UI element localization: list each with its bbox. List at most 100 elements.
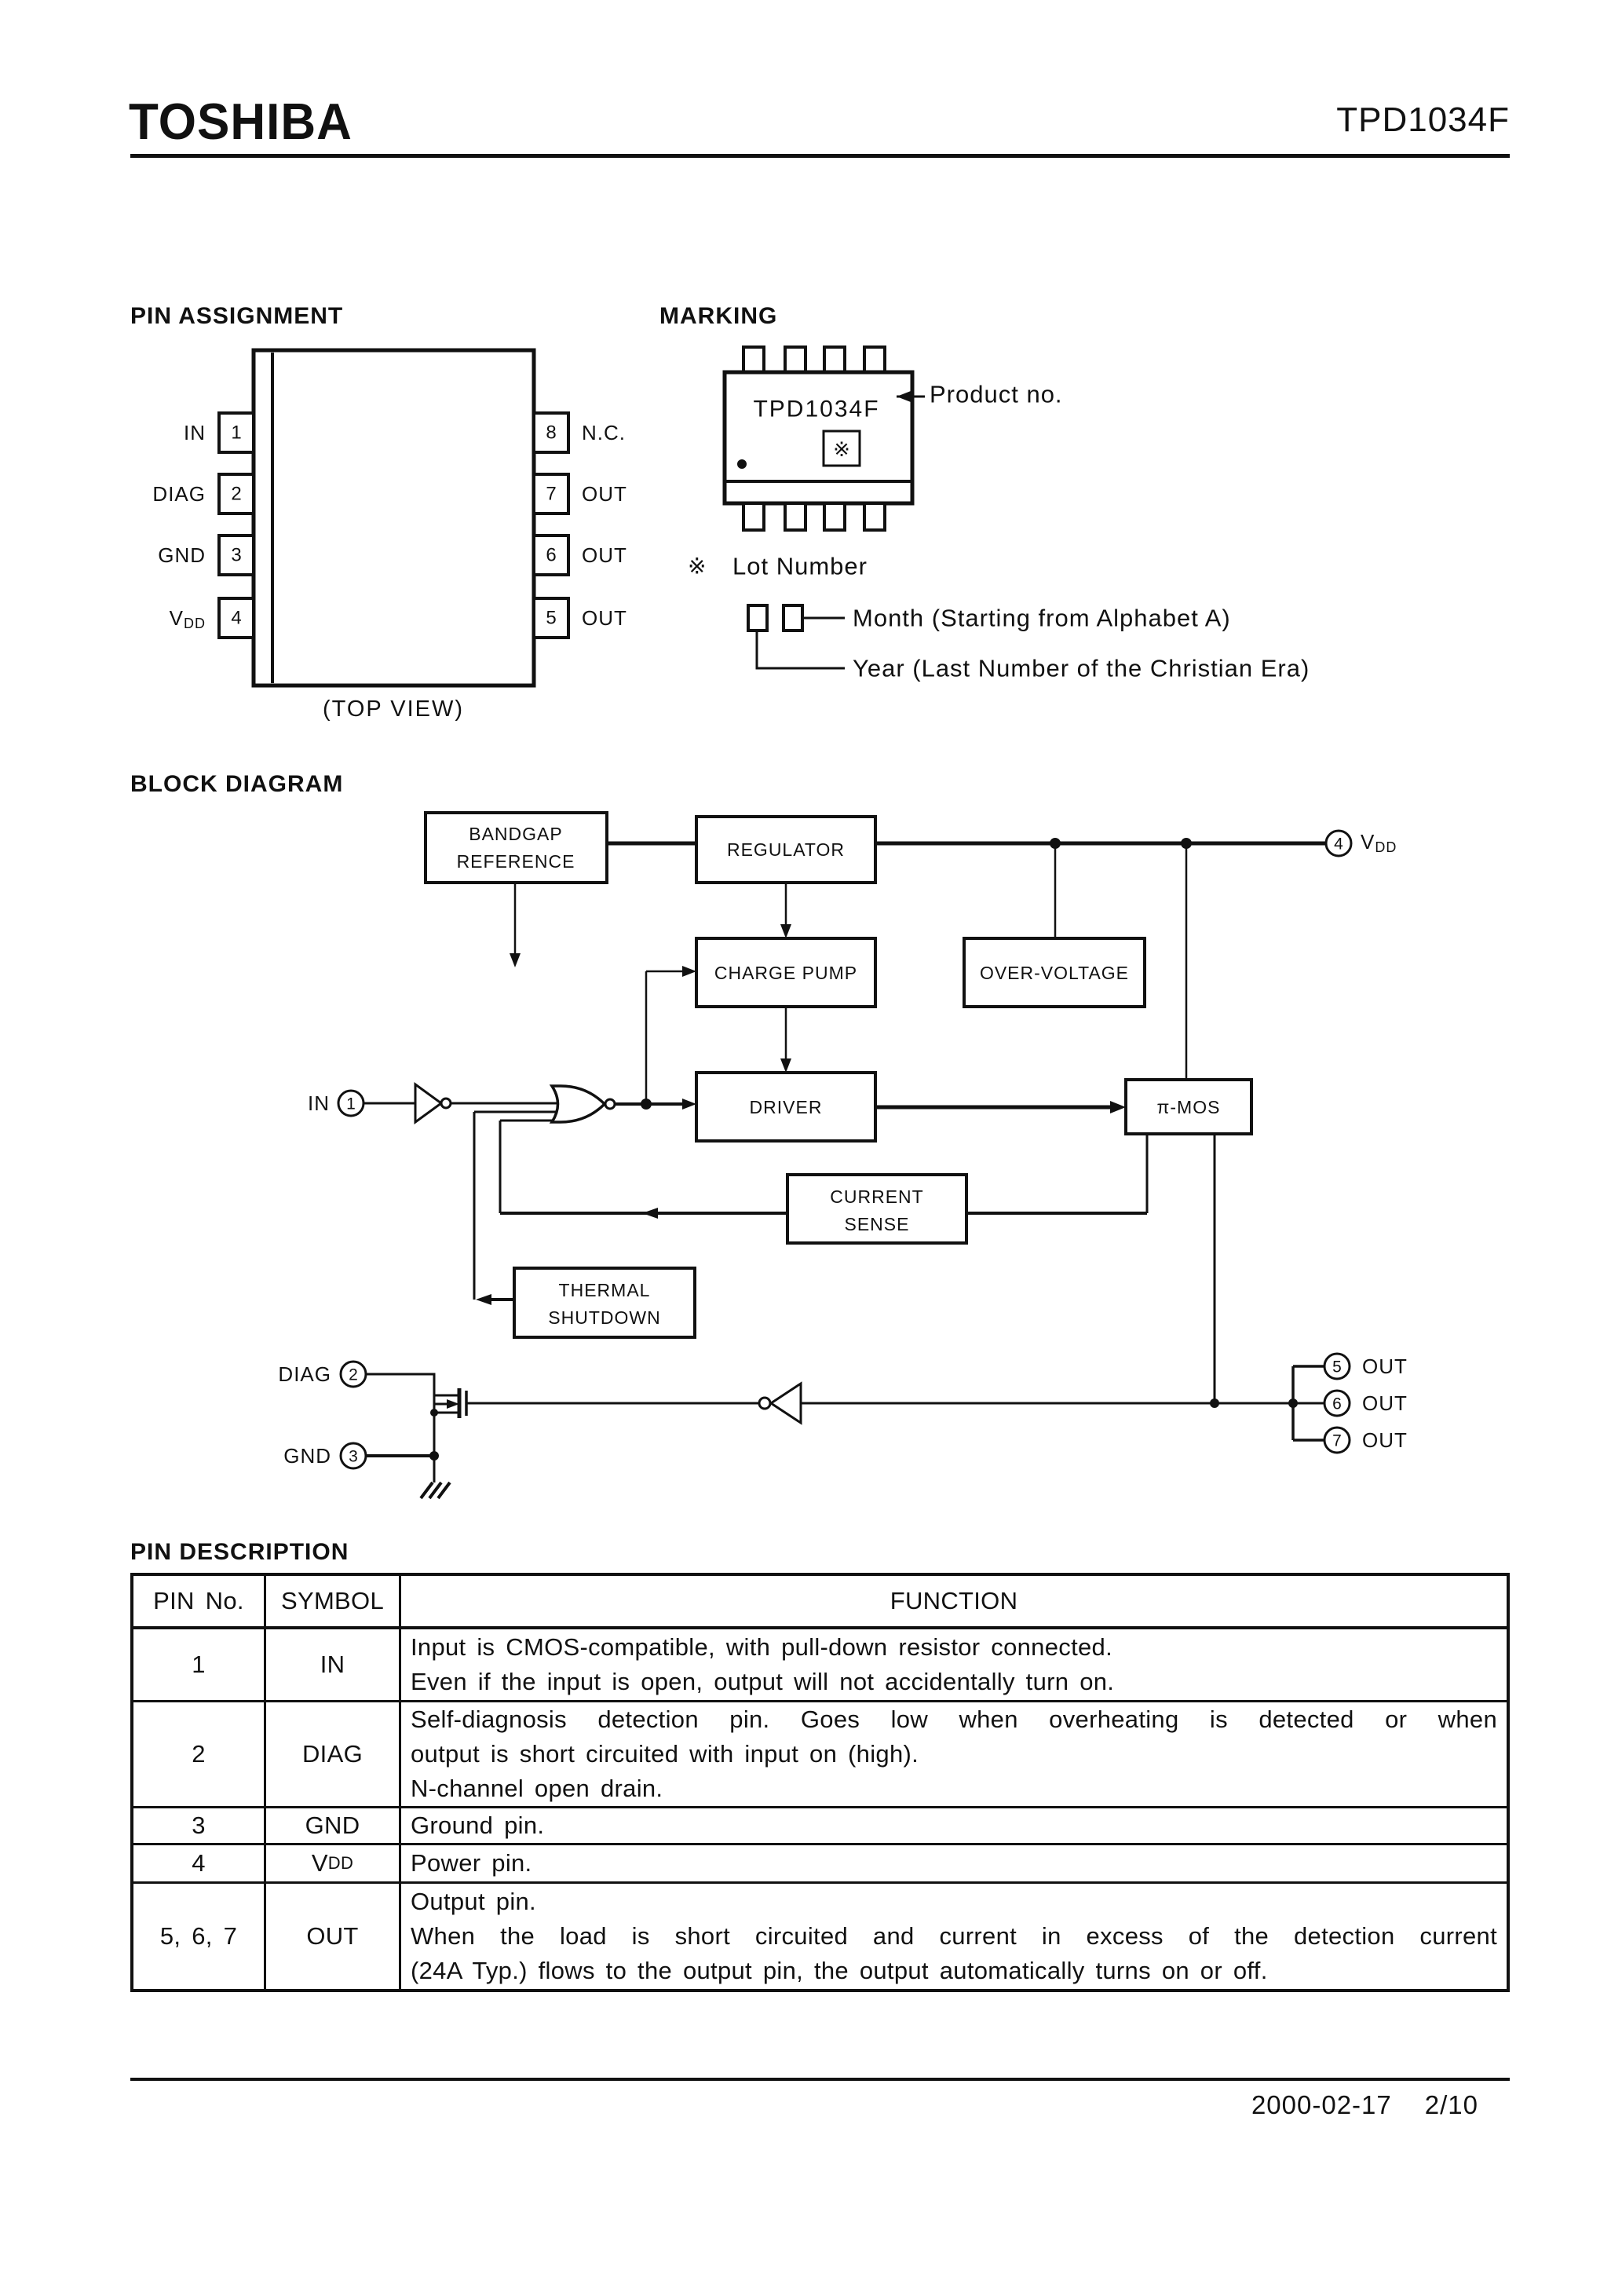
vdd-pin-label: VDD: [1361, 830, 1397, 855]
cell-pin: 2: [133, 1702, 266, 1806]
mosfet-arrow: [447, 1399, 459, 1409]
function-line: Input is CMOS-compatible, with pull-down…: [411, 1633, 1112, 1661]
header-pin-no: PIN No.: [133, 1576, 266, 1626]
pin4-box: [217, 597, 255, 639]
footer-date: 2000-02-17: [1251, 2090, 1392, 2119]
footer-rule: [130, 2078, 1510, 2081]
function-line: N-channel open drain.: [411, 1775, 663, 1802]
thermal-feedback-arrowhead: [476, 1294, 491, 1305]
out5-pin-number: 5: [1332, 1358, 1342, 1377]
cell-function: Power pin.: [401, 1845, 1507, 1881]
footer-page-number: 2/10: [1424, 2090, 1478, 2119]
ground-symbol: [419, 1481, 451, 1500]
marking-package-body: [722, 370, 915, 506]
diag-pin-label: DIAG: [278, 1362, 331, 1386]
section-title-pin-assignment: PIN ASSIGNMENT: [130, 303, 344, 329]
out5-pin-circle: [1323, 1352, 1351, 1380]
product-no-arrowhead: [897, 391, 911, 402]
in-pin-label: IN: [308, 1091, 330, 1115]
diag-buffer-inverter: [769, 1381, 802, 1425]
pin2-label: DIAG: [152, 482, 206, 506]
function-line: Power pin.: [411, 1849, 532, 1877]
nor-gate: [549, 1084, 607, 1124]
pin6-number: 6: [546, 545, 556, 566]
gnd-pin-number: 3: [349, 1448, 358, 1466]
regulator-block: [695, 815, 877, 884]
marking-top-pin: [863, 345, 886, 375]
diag-pin-number: 2: [349, 1366, 358, 1384]
pin8-box: [532, 411, 570, 454]
section-title-block-diagram: BLOCK DIAGRAM: [130, 771, 344, 797]
year-digit-box: [747, 604, 769, 632]
marking-bottom-pin: [863, 502, 886, 532]
driver-pimos-arrowhead: [1110, 1101, 1126, 1113]
diag-drain-wire: [366, 1373, 436, 1395]
gnd-junction-dot: [429, 1451, 439, 1461]
product-no-label: Product no.: [930, 381, 1063, 408]
chargepump-feed-arrowhead: [682, 966, 696, 977]
pin4-label: VDD: [170, 606, 206, 631]
cell-function: Input is CMOS-compatible, with pull-down…: [401, 1629, 1507, 1700]
cell-pin: 1: [133, 1629, 266, 1700]
out6-pin-label: OUT: [1362, 1391, 1408, 1415]
function-line: output is short circuited with input on …: [411, 1740, 919, 1768]
function-line: Self-diagnosis detection pin. Goes low w…: [411, 1706, 1497, 1733]
marking-device-text: TPD1034F: [753, 397, 879, 422]
cell-symbol: OUT: [266, 1884, 401, 1989]
gate-driver-arrowhead: [682, 1099, 696, 1110]
part-number: TPD1034F: [1336, 101, 1510, 139]
charge-pump-block: [695, 937, 877, 1008]
marking-lot-box: [822, 430, 861, 467]
thermal-line2: SHUTDOWN: [548, 1307, 660, 1328]
pin2-box: [217, 473, 255, 515]
year-leader-line: [755, 631, 845, 670]
out6-pin-number: 6: [1332, 1395, 1342, 1413]
output-rail-junction-dot: [1210, 1398, 1219, 1408]
over-voltage-label: OVER-VOLTAGE: [980, 963, 1129, 983]
cell-pin: 5, 6, 7: [133, 1884, 266, 1989]
pin6-box: [532, 534, 570, 576]
bandgap-line2: REFERENCE: [457, 851, 575, 872]
marking-pin1-dot: [737, 459, 747, 469]
cell-pin: 3: [133, 1808, 266, 1843]
pin2-number: 2: [231, 484, 241, 505]
table-row: 5, 6, 7 OUT Output pin. When the load is…: [133, 1881, 1507, 1989]
block-diagram: BANDGAP REFERENCE REGULATOR CHARGE PUMP …: [278, 811, 1408, 1500]
out7-pin-label: OUT: [1362, 1428, 1408, 1452]
current-sense-line2: SENSE: [845, 1214, 910, 1234]
marking-bottom-pin: [742, 502, 765, 532]
thermal-line1: THERMAL: [559, 1280, 651, 1300]
gnd-pin-label: GND: [283, 1444, 331, 1468]
header-rule: [130, 154, 1510, 158]
chargepump-driver-arrowhead: [780, 1058, 791, 1073]
table-header-row: PIN No. SYMBOL FUNCTION: [133, 1576, 1507, 1626]
month-digit-box: [782, 604, 804, 632]
cell-symbol: IN: [266, 1629, 401, 1700]
out7-pin-number: 7: [1332, 1432, 1342, 1450]
out7-pin-circle: [1323, 1426, 1351, 1454]
pin7-box: [532, 473, 570, 515]
bandgap-output-arrowhead: [510, 953, 521, 967]
pin3-number: 3: [231, 545, 241, 566]
vdd-pin-circle: [1324, 829, 1353, 857]
table-row: 3 GND Ground pin.: [133, 1806, 1507, 1843]
thermal-shutdown-block: [513, 1267, 696, 1339]
marking-top-pin: [823, 345, 846, 375]
charge-pump-label: CHARGE PUMP: [714, 963, 857, 983]
bandgap-reference-block: [424, 811, 608, 884]
cell-symbol: GND: [266, 1808, 401, 1843]
pin1-number: 1: [231, 422, 241, 444]
input-inverter-bubble: [440, 1097, 452, 1110]
section-title-pin-description: PIN DESCRIPTION: [130, 1539, 349, 1565]
lot-number-symbol: ※: [688, 554, 706, 579]
header-symbol: SYMBOL: [266, 1576, 401, 1626]
marking-lot-symbol: ※: [833, 437, 850, 461]
nor-gate-bubble: [604, 1098, 616, 1110]
marking-diagram: TPD1034F ※ Product no. ※ Lot Number Mont…: [688, 345, 1309, 682]
out6-pin-circle: [1323, 1389, 1351, 1417]
current-sense-line1: CURRENT: [830, 1186, 923, 1207]
function-line: Ground pin.: [411, 1812, 545, 1839]
cell-symbol: DIAG: [266, 1702, 401, 1806]
